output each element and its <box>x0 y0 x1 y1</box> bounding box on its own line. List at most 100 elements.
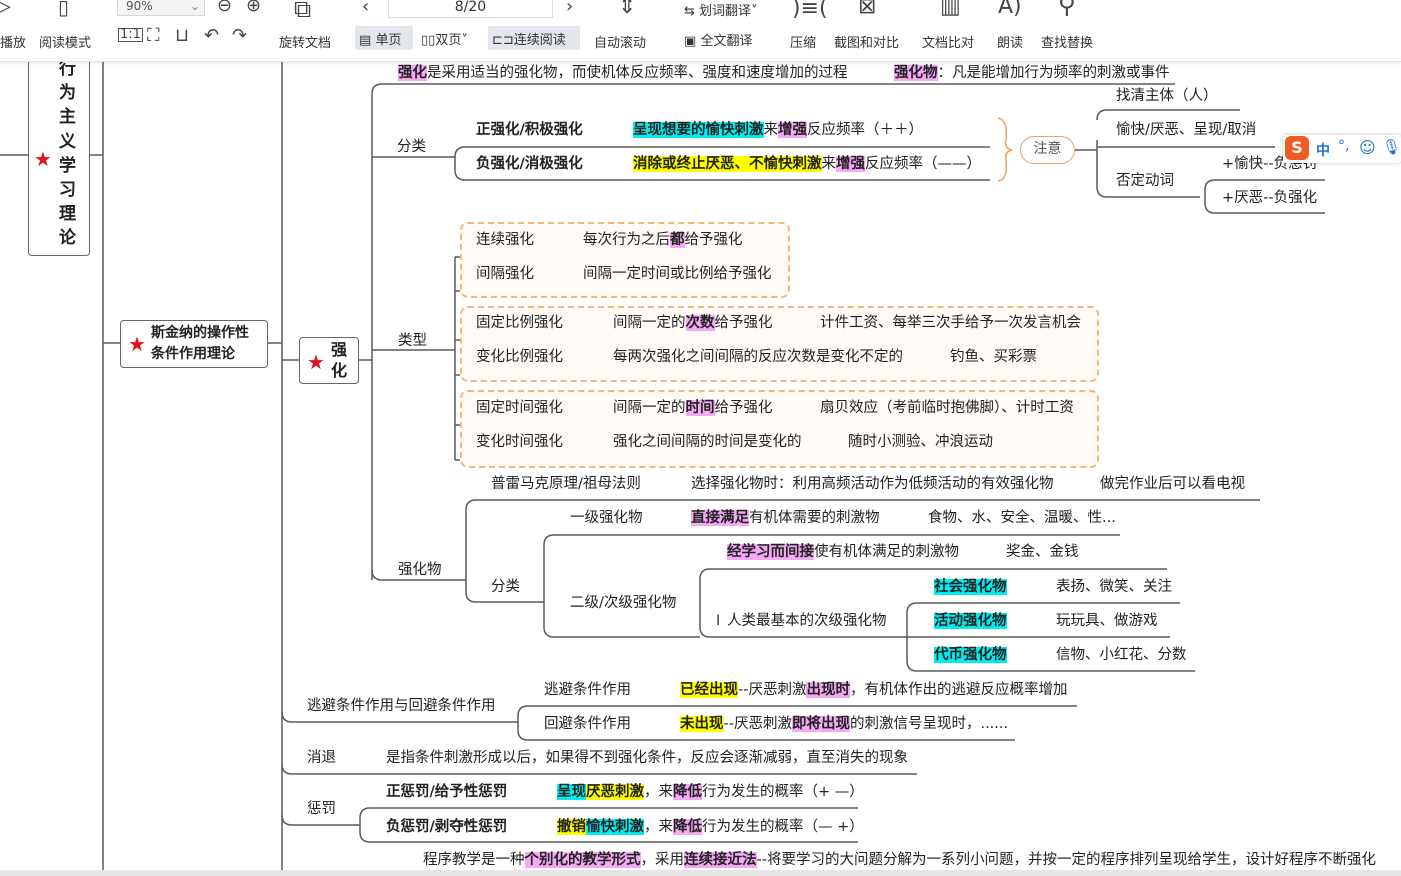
reinforcement-definition: 强化是采用适当的强化物，而使机体反应频率、强度和速度增加的过程 <box>398 65 848 81</box>
book-icon[interactable]: ▯ <box>58 0 70 19</box>
ime-toolbar[interactable]: S 中 °, ☺ 🎙 <box>1283 135 1401 163</box>
positive-reinforcement-desc: 呈现想要的愉快刺激来增强反应频率（＋＋） <box>633 122 923 138</box>
horizontal-scrollbar[interactable] <box>0 870 1401 876</box>
prev-page-icon[interactable]: ‹ <box>362 0 370 17</box>
type-example: 扇贝效应（考前临时抱佛脚）、计时工资 <box>820 400 1074 416</box>
avoid-name: 回避条件作用 <box>544 716 631 732</box>
type-example: 钓鱼、买彩票 <box>950 349 1037 365</box>
text-cursor-icon: I <box>716 613 721 629</box>
type-name: 变化时间强化 <box>476 434 563 450</box>
reinforcer-definition: 强化物：凡是能增加行为频率的刺激或事件 <box>894 65 1170 81</box>
reinforcement-node[interactable]: ★ 强化 <box>299 337 359 384</box>
type-name: 连续强化 <box>476 232 534 248</box>
root-node[interactable]: ★ 行为主义学习理论 <box>28 30 90 256</box>
note-node[interactable]: 注意 <box>1020 136 1075 164</box>
type-desc: 每两次强化之间间隔的反应次数是变化不定的 <box>613 349 903 365</box>
connector <box>372 146 990 181</box>
premack-name: 普雷马克原理/祖母法则 <box>491 476 641 492</box>
rotate-doc-button[interactable]: 旋转文档 <box>279 36 332 51</box>
avoid-desc: 未出现--厌恶刺激即将出现的刺激信号呈现时，...... <box>680 716 1009 732</box>
theory-node[interactable]: ★ 斯金纳的操作性条件作用理论 <box>120 320 268 368</box>
programmed-instruction: 程序教学是一种个别化的教学形式，采用连续接近法--将要学习的大问题分解为一系列小… <box>423 852 1376 868</box>
positive-reinforcement-label: 正强化/积极强化 <box>476 122 583 138</box>
compress-button[interactable]: 压缩 <box>790 36 817 51</box>
zoom-out-icon[interactable]: ⊖ <box>217 0 233 16</box>
continuous-read-button[interactable]: ⊏⊐连续阅读 <box>488 26 580 50</box>
classify-label: 分类 <box>397 139 426 155</box>
doc-translate-icon: ▣ <box>684 34 697 49</box>
star-icon: ★ <box>34 147 52 171</box>
page-input[interactable]: 8/20 <box>388 0 553 18</box>
screenshot-compare-button[interactable]: 截图和对比 <box>834 36 900 51</box>
compress-icon[interactable]: )≡( <box>792 0 828 21</box>
types-label: 类型 <box>398 333 427 349</box>
secondary-reinforcer-desc: 经学习而间接使有机体满足的刺激物 <box>727 544 959 560</box>
type-name: 变化比例强化 <box>476 349 563 365</box>
negative-punishment-label: 负惩罚/剥夺性惩罚 <box>386 819 508 835</box>
ime-mode[interactable]: 中 <box>1316 143 1330 159</box>
connector <box>371 83 1175 580</box>
single-page-button[interactable]: ▤ 单页 <box>355 26 413 50</box>
extinction-desc: 是指条件刺激形成以后，如果得不到强化条件，反应会逐渐减弱，直至消失的现象 <box>386 750 908 766</box>
connector <box>371 499 1260 672</box>
connector <box>0 62 372 876</box>
time-group <box>460 390 1099 468</box>
zoom-in-icon[interactable]: ⊕ <box>246 0 262 16</box>
note-item: 否定动词 <box>1116 173 1174 189</box>
zoom-select[interactable]: 90%⌄ <box>117 0 205 16</box>
escape-avoid-label: 逃避条件作用与回避条件作用 <box>307 698 496 714</box>
double-page-icon: ▯▯ <box>421 33 436 48</box>
sogou-logo-icon: S <box>1285 136 1309 160</box>
brace-icon <box>997 117 1013 182</box>
extinction-label: 消退 <box>307 750 336 766</box>
rotate-doc-icon[interactable]: ⧉ <box>294 0 312 23</box>
connector <box>281 705 1077 843</box>
play-icon[interactable]: ▷ <box>0 0 11 19</box>
read-aloud-icon[interactable]: A) <box>998 0 1022 19</box>
continuous-icon: ⊏⊐ <box>492 33 514 48</box>
rotate-right-icon[interactable]: ↷ <box>232 25 248 46</box>
ime-punct[interactable]: °, <box>1338 138 1350 154</box>
read-aloud-button[interactable]: 朗读 <box>997 36 1024 51</box>
negative-verb-item: +厌恶--负强化 <box>1222 190 1318 206</box>
fit-page-icon[interactable]: ⛶ <box>147 25 160 46</box>
translate-icon: ⇆ <box>684 4 695 19</box>
primary-reinforcer-desc: 直接满足有机体需要的刺激物 <box>691 510 880 526</box>
actual-size-icon[interactable]: 1:1 <box>118 27 143 42</box>
microphone-icon[interactable]: 🎙 <box>1382 138 1401 156</box>
auto-scroll-button[interactable]: 自动滚动 <box>594 36 647 51</box>
chevron-down-icon: ⌄ <box>189 0 200 13</box>
full-translate-button[interactable]: ▣ 全文翻译 <box>684 34 753 49</box>
search-icon[interactable]: ⚲ <box>1058 0 1076 19</box>
kind-example: 表扬、微笑、关注 <box>1056 579 1172 595</box>
escape-name: 逃避条件作用 <box>544 682 631 698</box>
double-page-button[interactable]: ▯▯双页˅ <box>421 33 468 48</box>
type-name: 间隔强化 <box>476 266 534 282</box>
reinforcers-label: 强化物 <box>398 562 442 578</box>
type-example: 计件工资、每举三次手给予一次发言机会 <box>820 315 1081 331</box>
find-replace-button[interactable]: 查找替换 <box>1041 36 1094 51</box>
word-translate-button[interactable]: ⇆ 划词翻译˅ <box>684 4 758 19</box>
type-name: 固定比例强化 <box>476 315 563 331</box>
star-icon: ★ <box>307 350 325 374</box>
auto-scroll-icon[interactable]: ⇕ <box>618 0 637 19</box>
compare-icon[interactable]: ▥ <box>940 0 961 19</box>
continuous-interval-group <box>460 222 790 298</box>
connector <box>1075 109 1325 214</box>
emoji-icon[interactable]: ☺ <box>1359 138 1376 157</box>
positive-punishment-desc: 呈现厌恶刺激，来降低行为发生的概率（+ —） <box>557 784 864 800</box>
negative-reinforcement-desc: 消除或终止厌恶、不愉快刺激来增强反应频率（——） <box>633 156 981 172</box>
fit-width-icon[interactable]: ⊔ <box>175 25 190 46</box>
doc-compare-button[interactable]: 文档比对 <box>922 36 975 51</box>
rotate-left-icon[interactable]: ↶ <box>204 25 220 46</box>
page-icon: ▤ <box>359 33 372 48</box>
note-item: 愉快/厌恶、呈现/取消 <box>1116 122 1257 138</box>
next-page-icon[interactable]: › <box>566 0 574 17</box>
read-mode-button[interactable]: 阅读模式 <box>39 36 92 51</box>
positive-punishment-label: 正惩罚/给予性惩罚 <box>386 784 508 800</box>
play-button[interactable]: 播放 <box>0 36 27 51</box>
screenshot-icon[interactable]: ⊠ <box>858 0 877 19</box>
kind-example: 玩玩具、做游戏 <box>1056 613 1158 629</box>
escape-desc: 已经出现--厌恶刺激出现时，有机体作出的逃避反应概率增加 <box>680 682 1068 698</box>
